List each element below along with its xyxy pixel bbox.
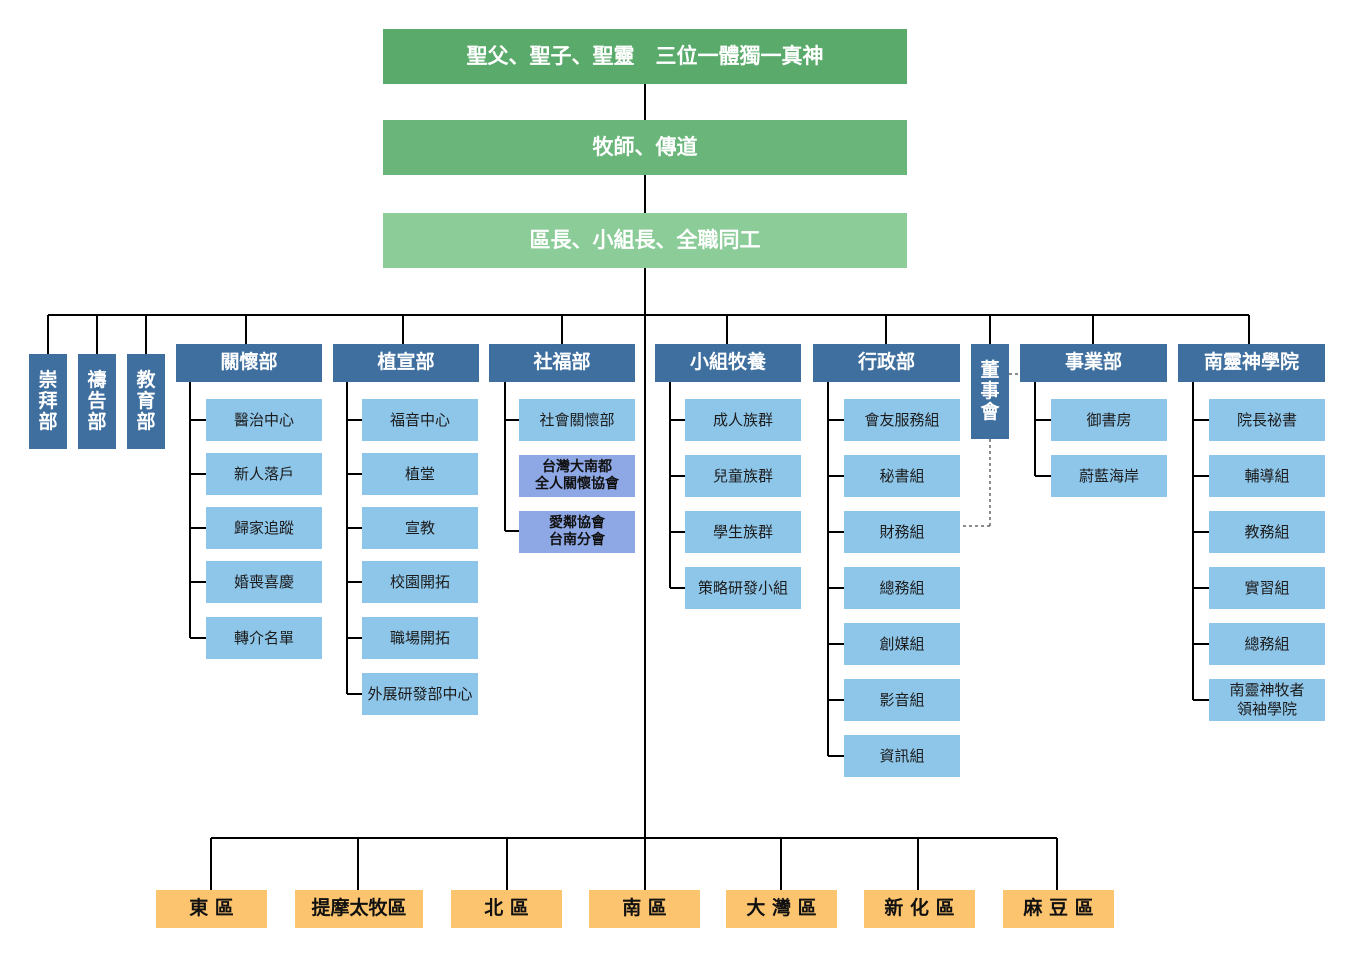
planting-item: 職場開拓 [362,617,478,659]
admin-item: 財務組 [844,511,960,553]
small-group-item: 成人族群 [685,399,801,441]
seminary-item: 院長祕書 [1209,399,1325,441]
admin-dept: 行政部 [813,344,960,382]
admin-item: 總務組 [844,567,960,609]
business-item: 御書房 [1051,399,1167,441]
care-item: 婚喪喜慶 [206,561,322,603]
admin-item: 創媒組 [844,623,960,665]
board-of-directors: 董 事 會 [971,344,1009,439]
partner-association: 愛鄰協會 台南分會 [519,511,635,553]
business-item: 蔚藍海岸 [1051,455,1167,497]
education-dept-char: 部 [136,410,156,433]
seminary-item: 教務組 [1209,511,1325,553]
seminary-item-line: 領袖學院 [1236,700,1297,718]
small-group-dept: 小組牧養 [655,344,801,382]
care-item: 新人落戶 [206,453,322,495]
admin-item: 影音組 [844,679,960,721]
care-dept: 關懷部 [176,344,322,382]
partner-name-line: 全人關懷協會 [535,476,619,492]
trinity-box: 聖父、聖子、聖靈 三位一體獨一真神 [383,29,907,84]
partner-name-line: 台灣大南都 [542,458,612,475]
education-dept-char: 教 [136,369,156,392]
planting-item: 校園開拓 [362,561,478,603]
welfare-item: 社會關懷部 [519,399,635,441]
prayer-dept-char: 禱 [87,369,107,392]
care-item: 歸家追蹤 [206,507,322,549]
admin-item: 會友服務組 [844,399,960,441]
education-dept-char: 育 [136,390,156,413]
care-item: 轉介名單 [206,617,322,659]
region-box: 北 區 [451,890,562,928]
seminary-item: 實習組 [1209,567,1325,609]
planting-item: 福音中心 [362,399,478,441]
partner-name-line: 愛鄰協會 [549,514,605,531]
region-box: 南 區 [589,890,700,928]
small-group-item: 兒童族群 [685,455,801,497]
worship-dept: 崇 拜 部 [29,354,67,449]
pastor-box: 牧師、傳道 [383,120,907,175]
small-group-item: 策略研發小組 [685,567,801,609]
region-box: 大 灣 區 [726,890,837,928]
board-char: 事 [980,380,1000,403]
care-item: 醫治中心 [206,399,322,441]
planting-item: 植堂 [362,453,478,495]
admin-item: 資訊組 [844,735,960,777]
seminary-dept: 南靈神學院 [1178,344,1325,382]
prayer-dept-char: 告 [87,390,107,413]
business-dept: 事業部 [1020,344,1167,382]
seminary-item: 總務組 [1209,623,1325,665]
planting-item: 外展研發部中心 [362,673,478,715]
worship-dept-char: 崇 [38,369,58,392]
worship-dept-char: 拜 [38,390,58,413]
partner-association: 台灣大南都 全人關懷協會 [519,455,635,497]
region-box: 新 化 區 [864,890,975,928]
planting-dept: 植宣部 [333,344,479,382]
worship-dept-char: 部 [38,410,58,433]
prayer-dept-char: 部 [87,410,107,433]
education-dept: 教 育 部 [127,354,165,449]
planting-item: 宣教 [362,507,478,549]
board-char: 會 [980,400,1000,423]
prayer-dept: 禱 告 部 [78,354,116,449]
small-group-item: 學生族群 [685,511,801,553]
region-box: 東 區 [156,890,267,928]
admin-item: 秘書組 [844,455,960,497]
welfare-dept: 社福部 [489,344,635,382]
board-char: 董 [980,359,1000,382]
region-box: 提摩太牧區 [295,890,423,928]
seminary-item: 輔導組 [1209,455,1325,497]
region-box: 麻 豆 區 [1003,890,1114,928]
partner-name-line: 台南分會 [549,532,605,548]
seminary-item-line: 南靈神牧者 [1229,681,1305,700]
seminary-item: 南靈神牧者 領袖學院 [1209,679,1325,721]
leaders-box: 區長、小組長、全職同工 [383,213,907,268]
